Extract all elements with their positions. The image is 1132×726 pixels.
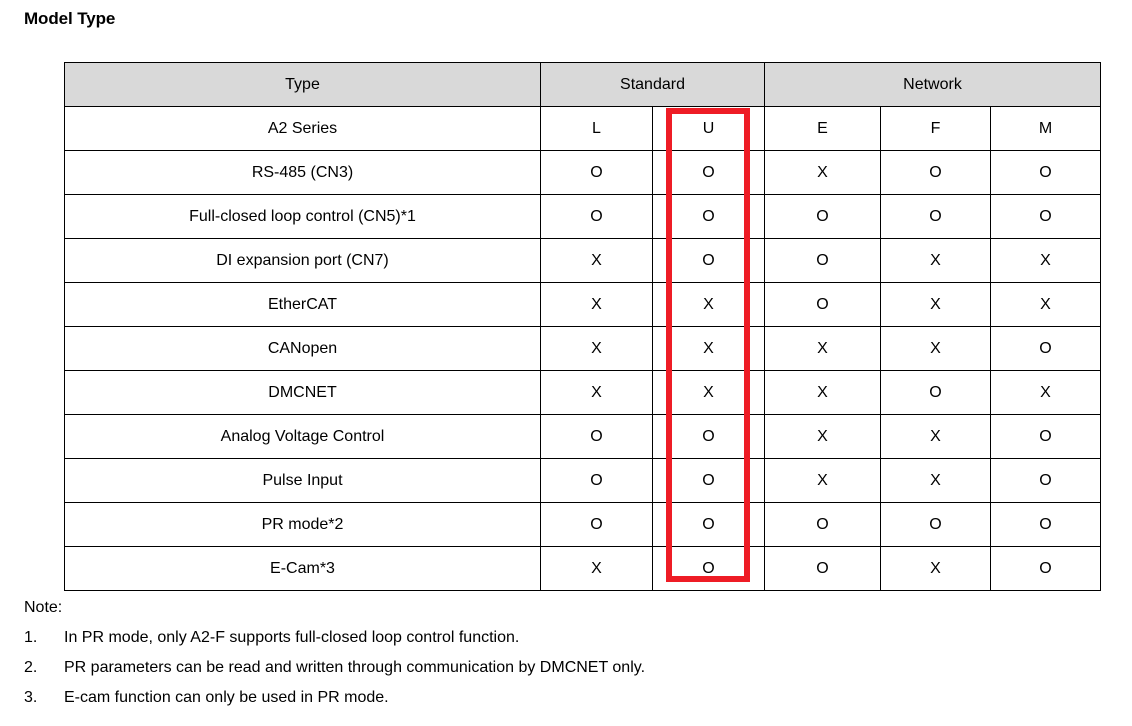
cell-e: X	[764, 150, 881, 195]
column-group-header-standard: Standard	[540, 62, 765, 107]
note-number: 2.	[24, 659, 38, 676]
cell-l: X	[540, 326, 653, 371]
cell-m: O	[989, 458, 1102, 503]
table-header: Type Standard Network	[64, 62, 1102, 107]
cell-e: O	[764, 282, 881, 327]
cell-l: O	[540, 194, 653, 239]
note-text: In PR mode, only A2-F supports full-clos…	[64, 629, 520, 646]
row-label: PR mode*2	[64, 502, 541, 547]
note-text: E-cam function can only be used in PR mo…	[64, 689, 389, 706]
cell-l: X	[540, 238, 653, 283]
cell-f: X	[880, 458, 991, 503]
cell-u: O	[652, 238, 765, 283]
table-row: EtherCAT X X O X X	[64, 282, 1102, 327]
table-row: PR mode*2 O O O O O	[64, 502, 1102, 547]
table-row: DMCNET X X X O X	[64, 370, 1102, 415]
table-row: Full-closed loop control (CN5)*1 O O O O…	[64, 194, 1102, 239]
table-row: A2 Series L U E F M	[64, 106, 1102, 151]
column-group-header-network: Network	[763, 62, 1102, 107]
cell-f: F	[880, 106, 991, 151]
row-label: DMCNET	[64, 370, 541, 415]
cell-l: X	[540, 546, 653, 591]
cell-u: O	[652, 458, 765, 503]
row-label: DI expansion port (CN7)	[64, 238, 541, 283]
cell-l: L	[540, 106, 653, 151]
table-group-header-row: Type Standard Network	[64, 62, 1102, 107]
note-item: 1. In PR mode, only A2-F supports full-c…	[24, 623, 1114, 653]
cell-m: O	[989, 150, 1102, 195]
cell-l: O	[540, 502, 653, 547]
row-label: CANopen	[64, 326, 541, 371]
cell-u: X	[652, 282, 765, 327]
cell-l: O	[540, 458, 653, 503]
cell-m: O	[989, 414, 1102, 459]
cell-m: O	[989, 194, 1102, 239]
notes-heading: Note:	[24, 599, 63, 616]
cell-m: O	[989, 326, 1102, 371]
cell-e: O	[764, 194, 881, 239]
cell-f: O	[880, 150, 991, 195]
cell-m: X	[989, 238, 1102, 283]
table-row: Analog Voltage Control O O X X O	[64, 414, 1102, 459]
cell-f: X	[880, 238, 991, 283]
cell-l: X	[540, 282, 653, 327]
table-row: DI expansion port (CN7) X O O X X	[64, 238, 1102, 283]
table-row: Pulse Input O O X X O	[64, 458, 1102, 503]
cell-f: O	[880, 370, 991, 415]
cell-m: X	[989, 282, 1102, 327]
cell-m: O	[989, 502, 1102, 547]
cell-u: O	[652, 502, 765, 547]
cell-f: X	[880, 546, 991, 591]
table-row: E-Cam*3 X O O X O	[64, 546, 1102, 591]
note-number: 1.	[24, 629, 38, 646]
row-label: EtherCAT	[64, 282, 541, 327]
cell-e: O	[764, 238, 881, 283]
row-label: Analog Voltage Control	[64, 414, 541, 459]
cell-m: M	[989, 106, 1102, 151]
row-label: RS-485 (CN3)	[64, 150, 541, 195]
cell-u: X	[652, 326, 765, 371]
cell-u: O	[652, 546, 765, 591]
cell-u: U	[652, 106, 765, 151]
note-item: 2. PR parameters can be read and written…	[24, 653, 1114, 683]
page-title: Model Type	[24, 9, 116, 28]
cell-f: X	[880, 282, 991, 327]
table-row: CANopen X X X X O	[64, 326, 1102, 371]
cell-e: O	[764, 502, 881, 547]
notes-section: Note: 1. In PR mode, only A2-F supports …	[24, 593, 1114, 713]
note-item: 3. E-cam function can only be used in PR…	[24, 683, 1114, 713]
row-label: Pulse Input	[64, 458, 541, 503]
cell-u: X	[652, 370, 765, 415]
row-label: A2 Series	[64, 106, 541, 151]
note-number: 3.	[24, 689, 38, 706]
cell-e: O	[764, 546, 881, 591]
cell-e: X	[764, 370, 881, 415]
table-row: RS-485 (CN3) O O X O O	[64, 150, 1102, 195]
cell-f: X	[880, 326, 991, 371]
cell-f: O	[880, 194, 991, 239]
cell-e: X	[764, 458, 881, 503]
cell-u: O	[652, 414, 765, 459]
row-label: Full-closed loop control (CN5)*1	[64, 194, 541, 239]
cell-l: O	[540, 414, 653, 459]
cell-l: X	[540, 370, 653, 415]
cell-m: X	[989, 370, 1102, 415]
cell-e: X	[764, 326, 881, 371]
row-label: E-Cam*3	[64, 546, 541, 591]
cell-u: O	[652, 194, 765, 239]
model-type-table: Type Standard Network A2 Series L U E F …	[64, 62, 1102, 591]
cell-e: X	[764, 414, 881, 459]
column-header-type: Type	[64, 62, 541, 107]
cell-u: O	[652, 150, 765, 195]
cell-m: O	[989, 546, 1102, 591]
cell-f: O	[880, 502, 991, 547]
table-body: A2 Series L U E F M RS-485 (CN3) O O X O…	[64, 106, 1102, 591]
cell-l: O	[540, 150, 653, 195]
note-text: PR parameters can be read and written th…	[64, 659, 646, 676]
cell-e: E	[764, 106, 881, 151]
cell-f: X	[880, 414, 991, 459]
